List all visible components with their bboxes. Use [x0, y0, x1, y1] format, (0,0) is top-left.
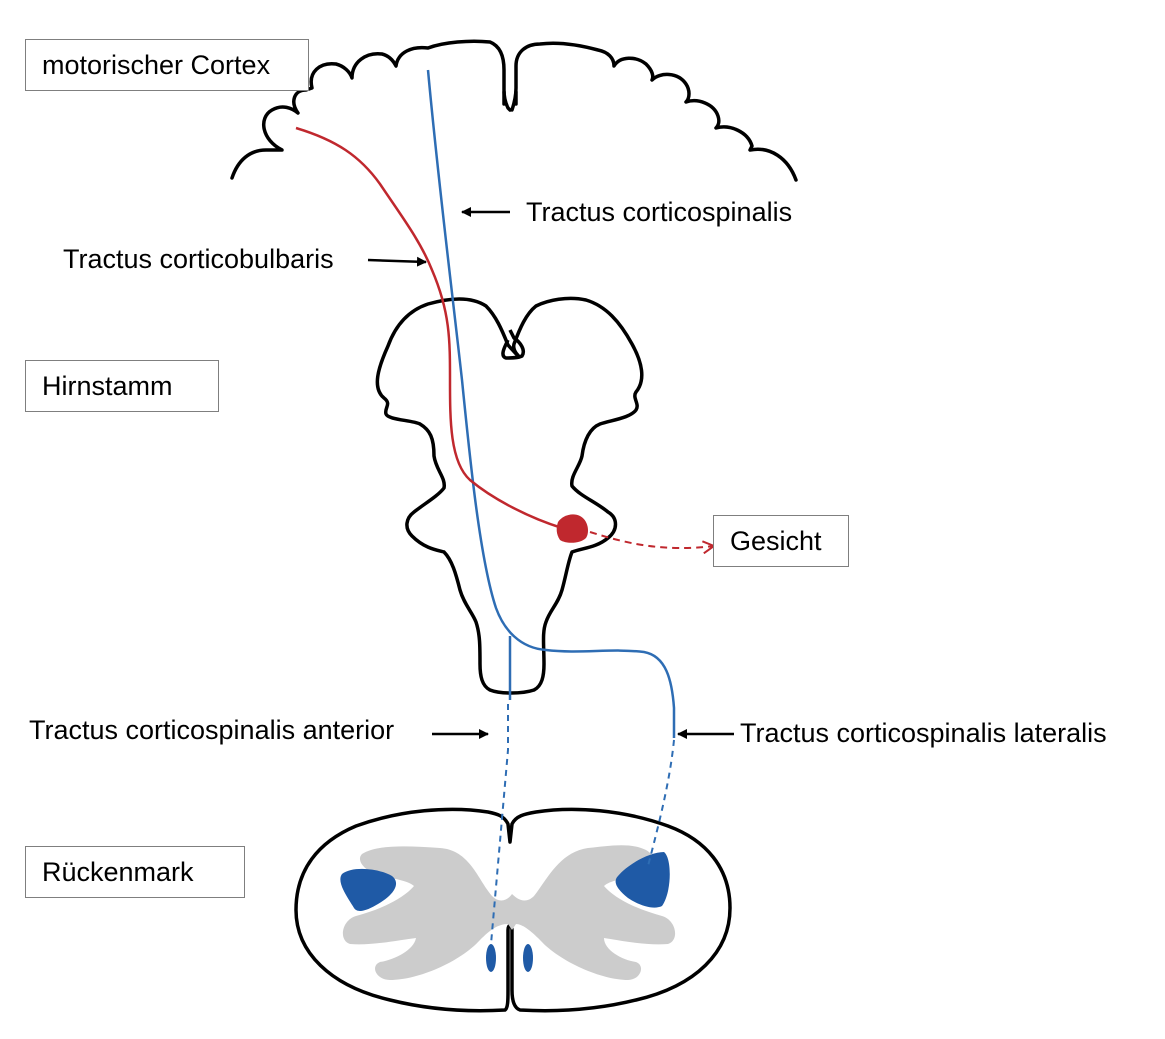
corticobulbar-tract	[295, 126, 563, 530]
spinal-cord-section	[294, 807, 732, 1013]
facial-nucleus	[556, 514, 588, 543]
cortex-label-box: motorischer Cortex	[25, 39, 309, 91]
cortex-outline	[230, 39, 798, 182]
facial-nerve-dashed	[589, 531, 714, 548]
spinal-cord-label: Rückenmark	[42, 856, 194, 887]
cortex-label: motorischer Cortex	[42, 49, 271, 80]
face-target-label: Gesicht	[730, 525, 822, 556]
spinal-cord-outline	[294, 807, 732, 1013]
anterior-tract-left-nucleus	[486, 944, 496, 972]
corticobulbar-tract-label: Tractus corticobulbaris	[63, 244, 334, 274]
label-arrows	[367, 207, 734, 739]
corticospinal-dashed	[490, 704, 675, 945]
brainstem-outline	[375, 296, 644, 695]
lateral-tract-right-nucleus	[615, 852, 670, 908]
lateral-tract-left-nucleus	[340, 868, 397, 911]
brainstem-midline-notch	[501, 329, 526, 360]
corticospinal-tract-label: Tractus corticospinalis	[526, 197, 793, 227]
brainstem-label: Hirnstamm	[42, 370, 173, 401]
lateral-tract-label: Tractus corticospinalis lateralis	[740, 718, 1107, 748]
brainstem-label-box: Hirnstamm	[25, 360, 219, 412]
spinal-cord-label-box: Rückenmark	[25, 846, 245, 898]
face-target-box: Gesicht	[713, 515, 849, 567]
anterior-tract-label: Tractus corticospinalis anterior	[29, 715, 395, 745]
anterior-tract-right-nucleus	[523, 944, 533, 972]
corticospinal-tract	[426, 69, 676, 738]
spinal-grey-matter	[342, 845, 676, 980]
arrow-corticobulbar	[367, 256, 427, 267]
